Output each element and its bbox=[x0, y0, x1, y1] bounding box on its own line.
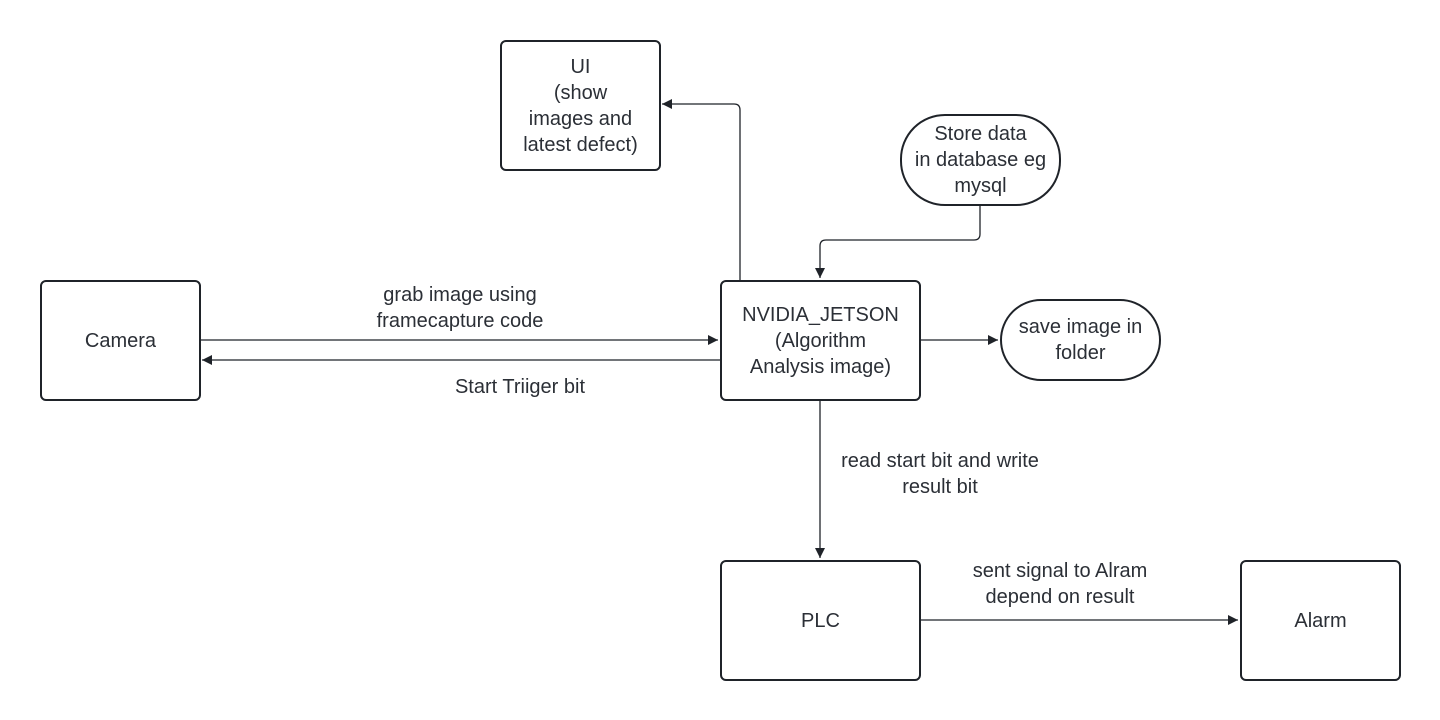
database-node: Store data in database eg mysql bbox=[900, 114, 1061, 206]
jetson-node: NVIDIA_JETSON (Algorithm Analysis image) bbox=[720, 280, 921, 401]
edge-label-start-trigger: Start Triiger bit bbox=[454, 376, 586, 398]
edge-label-sent-signal: sent signal to Alram depend on result bbox=[972, 560, 1148, 608]
ui-node: UI (show images and latest defect) bbox=[500, 40, 661, 171]
edge-label-grab-image: grab image using framecapture code bbox=[376, 284, 544, 332]
edge-jetson-to-ui bbox=[662, 99, 741, 280]
edge-database-to-jetson bbox=[815, 205, 981, 278]
plc-node: PLC bbox=[720, 560, 921, 681]
camera-node: Camera bbox=[40, 280, 201, 401]
edge-label-read-write: read start bit and write result bit bbox=[841, 450, 1039, 498]
save-folder-node: save image in folder bbox=[1000, 299, 1161, 381]
alarm-node: Alarm bbox=[1240, 560, 1401, 681]
